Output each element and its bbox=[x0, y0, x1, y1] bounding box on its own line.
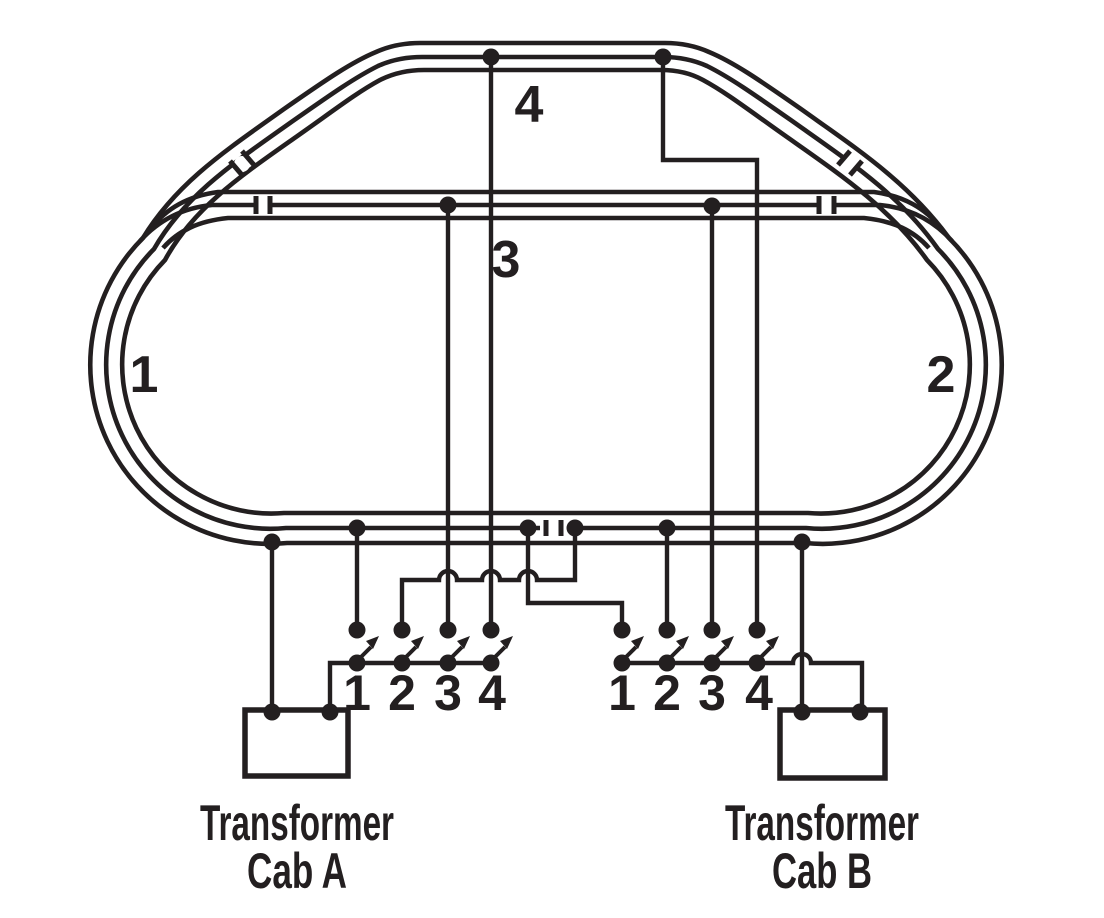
switch-arrow-icon bbox=[366, 636, 379, 649]
cabA-switch-3[interactable] bbox=[449, 636, 470, 660]
block-label-1: 1 bbox=[130, 346, 159, 404]
block-label-4: 4 bbox=[515, 76, 544, 134]
cabA-pivot-4 bbox=[482, 654, 500, 672]
rail-tap-common-left bbox=[263, 533, 281, 551]
cabA-contact-2 bbox=[393, 621, 411, 639]
switch-arrow-icon bbox=[631, 636, 644, 649]
rail-tap-block2-gap bbox=[566, 519, 584, 537]
siding-top-rail bbox=[148, 189, 944, 231]
wire-cabA-switch-bus bbox=[327, 660, 491, 712]
gap-tick bbox=[848, 159, 864, 177]
rail-tap-block1 bbox=[348, 519, 366, 537]
rail-tap-block3-left bbox=[439, 196, 457, 214]
cabA-pivot-2 bbox=[393, 654, 411, 672]
siding-center-rail-right-stub bbox=[835, 202, 954, 243]
cabB-terminal-common bbox=[793, 703, 811, 721]
wiring bbox=[269, 57, 865, 712]
cabB-switch-label-2: 2 bbox=[653, 665, 681, 721]
cabB-switch-label-1: 1 bbox=[608, 665, 636, 721]
cabB-switch-2[interactable] bbox=[668, 636, 689, 660]
cabB-contact-2 bbox=[658, 621, 676, 639]
rail-tap-block4-right bbox=[654, 48, 672, 66]
labels: 1 2 3 4 1 2 3 4 1 2 3 4 Transformer Cab … bbox=[130, 76, 956, 899]
outer-loop-center-rail bbox=[103, 54, 989, 531]
cabB-switch-3[interactable] bbox=[713, 636, 734, 660]
cabB-contact-1 bbox=[613, 621, 631, 639]
siding-track bbox=[138, 189, 954, 250]
cabB-terminal-hot bbox=[851, 703, 869, 721]
cabA-terminal-hot bbox=[321, 703, 339, 721]
switch-arrow-icon bbox=[766, 636, 779, 649]
block-label-2: 2 bbox=[927, 346, 956, 404]
cabA-switch-1[interactable] bbox=[358, 636, 379, 660]
cabA-caption-line2: Cab A bbox=[247, 843, 347, 899]
wire-block1-to-cabB-switch1 bbox=[525, 528, 625, 630]
connection-dots bbox=[263, 48, 869, 721]
cabB-caption-line2: Cab B bbox=[772, 843, 872, 899]
switch-arrow-icon bbox=[457, 636, 470, 649]
cabA-contact-1 bbox=[348, 621, 366, 639]
cabA-contact-3 bbox=[439, 621, 457, 639]
cabB-contact-3 bbox=[703, 621, 721, 639]
siding-center-rail-left-stub bbox=[138, 202, 255, 243]
switch-arrow-icon bbox=[411, 636, 424, 649]
cabA-terminal-common bbox=[263, 703, 281, 721]
cabA-pivot-3 bbox=[439, 654, 457, 672]
siding-bottom-rail bbox=[161, 215, 931, 250]
cabA-switch-4[interactable] bbox=[492, 636, 513, 660]
cabB-pivot-4 bbox=[748, 654, 766, 672]
gap-tick bbox=[228, 159, 244, 177]
transformer-cab-a-box bbox=[242, 707, 351, 779]
cabA-switch-label-3: 3 bbox=[434, 665, 462, 721]
rail-tap-block2 bbox=[658, 519, 676, 537]
selector-switches bbox=[358, 636, 779, 660]
gap-tick bbox=[836, 149, 852, 167]
insulator-gap-ticks bbox=[228, 149, 864, 536]
outer-loop-track bbox=[87, 40, 1005, 547]
cabA-switch-label-4: 4 bbox=[478, 665, 506, 721]
cabB-switch-4[interactable] bbox=[758, 636, 779, 660]
transformer-cab-b-box bbox=[777, 707, 888, 781]
block-label-3: 3 bbox=[492, 231, 521, 289]
cabB-switch-label-4: 4 bbox=[745, 665, 773, 721]
cabB-pivot-3 bbox=[703, 654, 721, 672]
switch-arrow-icon bbox=[500, 636, 513, 649]
gap-tick bbox=[240, 149, 256, 167]
cabB-contact-4 bbox=[748, 621, 766, 639]
cabB-caption-line1: Transformer bbox=[725, 795, 919, 851]
cabB-pivot-1 bbox=[613, 654, 631, 672]
switch-arrow-icon bbox=[676, 636, 689, 649]
cabB-pivot-2 bbox=[658, 654, 676, 672]
rail-tap-block1-gap bbox=[519, 519, 537, 537]
cabA-switch-label-1: 1 bbox=[343, 665, 371, 721]
switch-arrow-icon bbox=[721, 636, 734, 649]
wire-block4-to-cabB-switch4 bbox=[660, 57, 760, 630]
cabA-switch-label-2: 2 bbox=[388, 665, 416, 721]
cabA-contact-4 bbox=[482, 621, 500, 639]
cabA-switch-2[interactable] bbox=[403, 636, 424, 660]
outer-loop-outer-rail bbox=[87, 40, 1005, 547]
rail-tap-block3-right bbox=[703, 197, 721, 215]
insulated-gap-patches bbox=[234, 156, 858, 535]
rail-tap-common-right bbox=[793, 533, 811, 551]
cabB-switch-1[interactable] bbox=[623, 636, 644, 660]
rail-tap-block4-left bbox=[482, 48, 500, 66]
wire-cabB-switch-bus bbox=[622, 651, 865, 712]
cabA-caption-line1: Transformer bbox=[200, 795, 394, 851]
cabA-pivot-1 bbox=[348, 654, 366, 672]
cabB-switch-label-3: 3 bbox=[698, 665, 726, 721]
